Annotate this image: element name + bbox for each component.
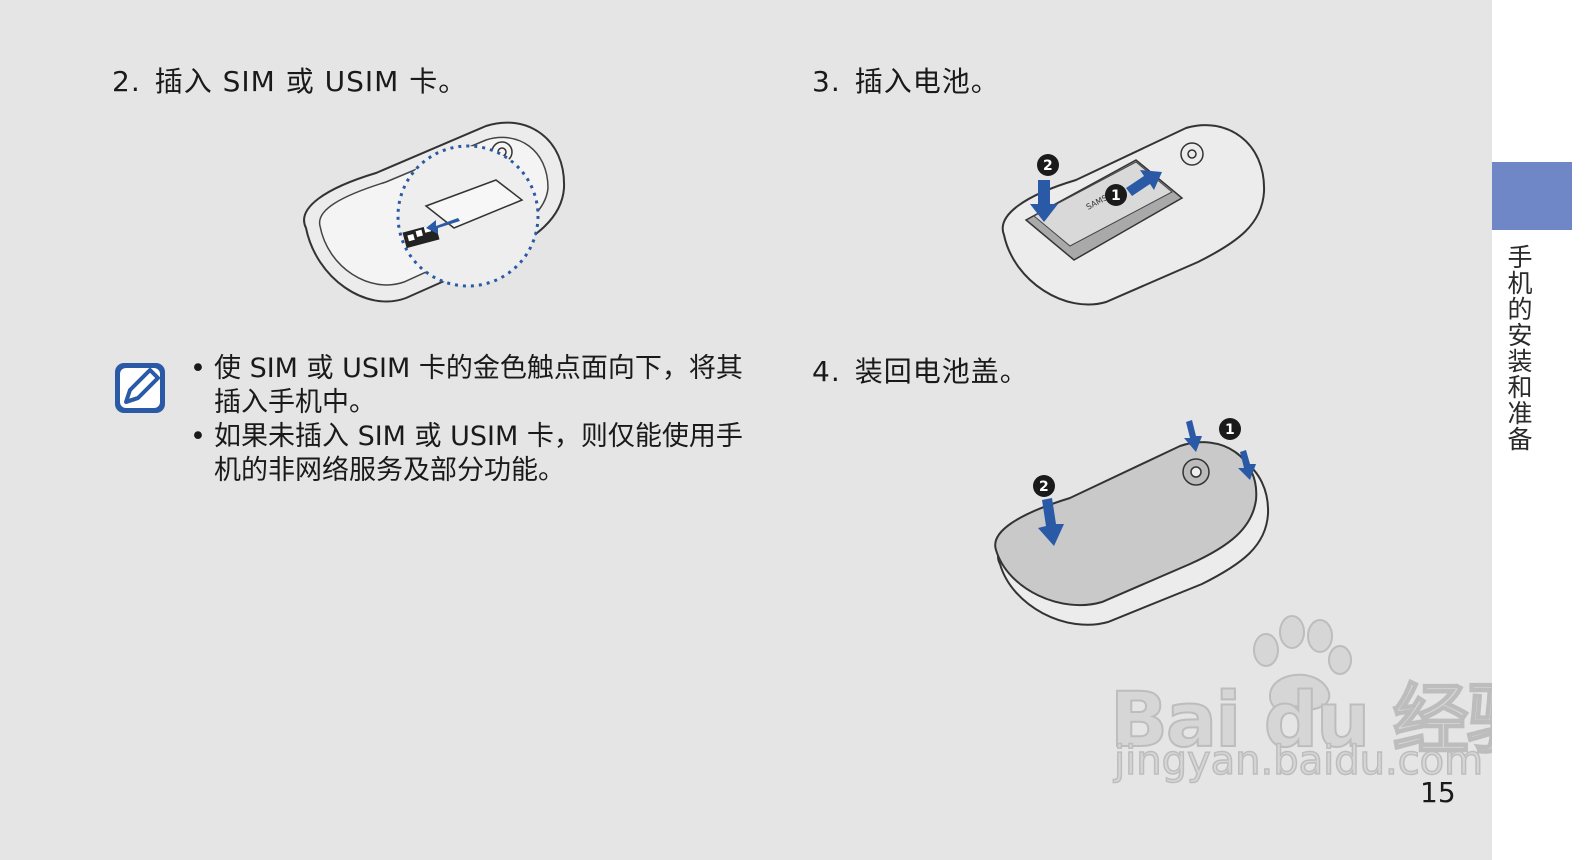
note-item-2: • 如果未插入 SIM 或 USIM 卡，则仅能使用手机的非网络服务及部分功能。: [190, 421, 743, 486]
battery-insert-illustration: SAMSUNG 2 1: [1001, 124, 1266, 306]
section-label: 手机的安装和准备: [1504, 244, 1533, 452]
manual-page: 2.插入 SIM 或 USIM 卡。 3.插入电池。 4.装回电池盖。 SAMS…: [112, 65, 1544, 809]
note-item-1: • 使 SIM 或 USIM 卡的金色触点面向下，将其插入手机中。: [190, 353, 743, 418]
step-4-heading: 4.装回电池盖。: [812, 355, 1029, 388]
step-3-text: 插入电池。: [854, 65, 1000, 98]
section-tab[interactable]: [1492, 162, 1572, 230]
svg-text:1: 1: [1225, 422, 1235, 438]
svg-text:2: 2: [1039, 479, 1049, 495]
paw-logo-icon: [1253, 615, 1352, 712]
note-pencil-icon: [115, 363, 165, 413]
page-number: 15: [1420, 776, 1456, 809]
section-sidebar: 手机的安装和准备: [1492, 0, 1588, 860]
baidu-watermark: Bai du 经验 jingyan.baidu.com: [1109, 610, 1544, 790]
note-list: • 使 SIM 或 USIM 卡的金色触点面向下，将其插入手机中。 • 如果未插…: [190, 352, 750, 488]
cover-replace-illustration: 2 1: [994, 418, 1270, 626]
sim-insert-illustration: [303, 121, 566, 303]
step-2-text: 插入 SIM 或 USIM 卡。: [154, 65, 468, 98]
step-3-heading: 3.插入电池。: [812, 65, 1000, 98]
step-4-text: 装回电池盖。: [854, 355, 1029, 388]
svg-text:2: 2: [1043, 158, 1053, 174]
svg-text:1: 1: [1111, 188, 1121, 204]
step-2-heading: 2.插入 SIM 或 USIM 卡。: [112, 65, 468, 98]
